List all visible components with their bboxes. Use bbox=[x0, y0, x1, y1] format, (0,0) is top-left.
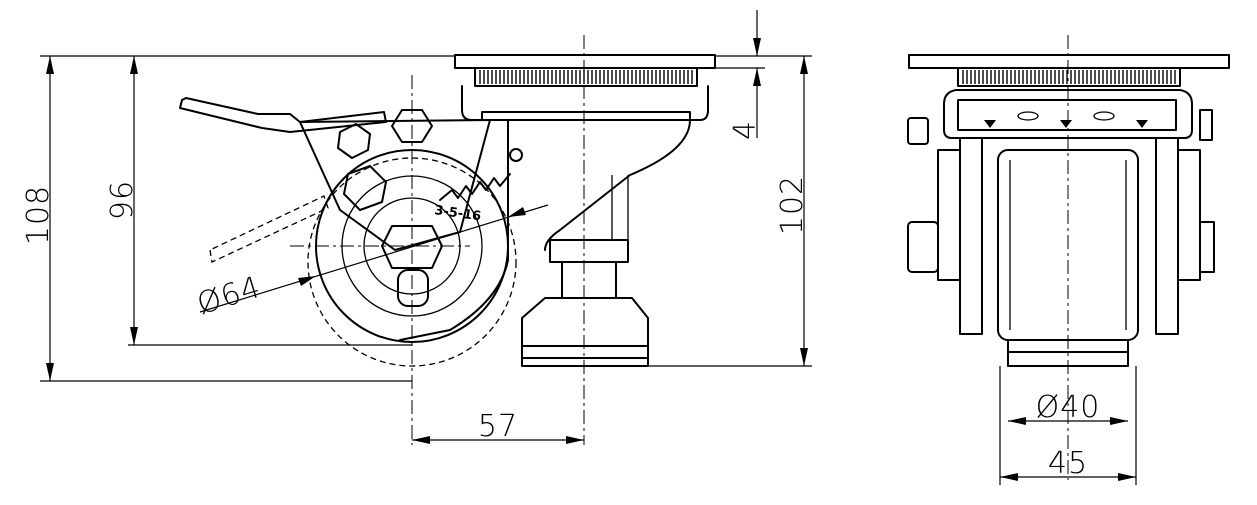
front-tri-2 bbox=[1060, 120, 1072, 128]
arrow-45-right bbox=[1118, 473, 1136, 481]
arrow-40-left bbox=[1008, 417, 1026, 425]
side-dimensions: 108 96 102 4 Ø64 57 bbox=[21, 10, 812, 444]
front-swivel-inner bbox=[957, 99, 1177, 131]
arrow-4-bottom bbox=[753, 68, 761, 86]
side-foot-stem bbox=[561, 261, 617, 299]
side-knurl-pattern bbox=[479, 70, 693, 84]
front-wheel-hub bbox=[1009, 160, 1127, 330]
side-fork-back bbox=[497, 119, 691, 251]
arrow-57-left bbox=[412, 436, 430, 444]
side-stem bbox=[611, 175, 629, 240]
dim-45: 45 bbox=[1048, 446, 1088, 481]
front-swivel-housing bbox=[943, 89, 1193, 139]
front-fork-left bbox=[959, 137, 983, 335]
arrow-102-top bbox=[800, 56, 808, 74]
dim-4: 4 bbox=[728, 120, 763, 140]
arrow-102-bottom bbox=[800, 348, 808, 366]
side-brake-plate bbox=[299, 119, 491, 251]
dim-line-64 bbox=[199, 204, 549, 313]
arrow-40-right bbox=[1110, 417, 1128, 425]
dim-96: 96 bbox=[105, 180, 140, 220]
dim-102: 102 bbox=[775, 175, 810, 235]
arrow-108-bottom bbox=[46, 363, 54, 381]
side-bearing-ring bbox=[474, 67, 698, 87]
front-brake-left bbox=[937, 149, 961, 281]
front-axle-nut-left bbox=[907, 221, 939, 273]
arrow-57-right bbox=[566, 436, 584, 444]
front-dimensions: Ø40 45 bbox=[999, 366, 1137, 485]
side-spring bbox=[439, 173, 511, 201]
front-top-plate bbox=[908, 54, 1230, 69]
front-view bbox=[907, 35, 1230, 480]
side-brake-lever-open bbox=[209, 195, 329, 263]
dim-108: 108 bbox=[21, 185, 56, 245]
dim-40: Ø40 bbox=[1036, 390, 1101, 425]
side-top-plate bbox=[454, 54, 716, 69]
side-swivel-head bbox=[461, 85, 709, 121]
arrow-108-top bbox=[46, 56, 54, 74]
arrow-45-left bbox=[1000, 473, 1018, 481]
side-foot-pad bbox=[521, 297, 649, 347]
arrow-64-b bbox=[508, 207, 526, 217]
front-rivet-1 bbox=[1017, 111, 1039, 121]
side-hex-bolt-2 bbox=[337, 123, 371, 159]
front-bolt-left bbox=[907, 117, 929, 145]
front-fork-right bbox=[1155, 137, 1179, 335]
front-tri-1 bbox=[984, 120, 996, 128]
side-axle-end bbox=[397, 269, 429, 307]
dim-64: Ø64 bbox=[193, 270, 265, 322]
side-adjust-nut bbox=[549, 239, 629, 263]
side-swivel-inner bbox=[481, 111, 691, 121]
side-axle-nut bbox=[381, 225, 443, 269]
arrow-4-top bbox=[753, 38, 761, 56]
front-axle-nut-right bbox=[1199, 221, 1215, 273]
side-hex-bolt-3 bbox=[343, 165, 387, 211]
front-bolt-right bbox=[1199, 109, 1213, 141]
side-spring-hook bbox=[509, 148, 523, 162]
arrow-64-a bbox=[298, 276, 316, 286]
arrow-96-bottom bbox=[130, 327, 138, 345]
front-bearing-ring bbox=[957, 67, 1181, 87]
spring-marking: 3-5-16 bbox=[433, 203, 482, 224]
side-hex-bolt-1 bbox=[391, 109, 433, 143]
dim-57: 57 bbox=[478, 409, 518, 444]
front-tri-3 bbox=[1136, 120, 1148, 128]
side-view: 3-5-16 bbox=[179, 35, 716, 445]
front-rivet-2 bbox=[1093, 111, 1115, 121]
side-wheel-dashed bbox=[307, 157, 517, 367]
side-brake-lever bbox=[179, 97, 387, 133]
front-brake-right bbox=[1177, 149, 1201, 281]
side-foot-rubber bbox=[521, 345, 649, 367]
front-knurl-pattern bbox=[962, 70, 1176, 84]
arrow-96-top bbox=[130, 56, 138, 74]
